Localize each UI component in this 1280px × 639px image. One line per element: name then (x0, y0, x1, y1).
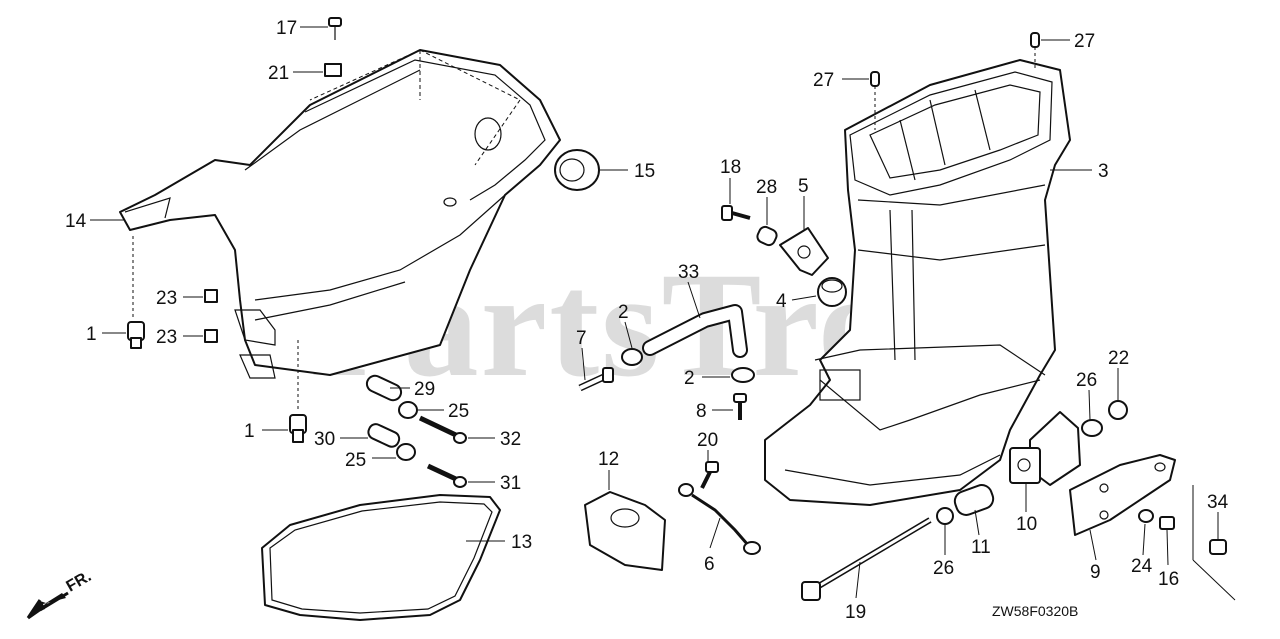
water-joint-7[interactable] (578, 367, 614, 392)
clip-21[interactable] (324, 63, 342, 77)
callout-13: 13 (511, 532, 532, 553)
collar-29[interactable] (364, 373, 403, 403)
collar-30[interactable] (366, 422, 401, 449)
collar-28[interactable] (755, 225, 778, 247)
callout-23-upper: 23 (156, 288, 177, 309)
callout-32: 32 (500, 429, 521, 450)
mount-cover-9[interactable] (1069, 454, 1176, 536)
callout-14: 14 (65, 211, 87, 232)
bolt-17[interactable] (328, 17, 342, 40)
callout-16: 16 (1158, 569, 1179, 590)
bolt-8[interactable] (733, 393, 747, 420)
callout-21: 21 (268, 63, 289, 84)
washer-25-lower[interactable] (396, 443, 416, 461)
washer-26-lower[interactable] (936, 507, 954, 525)
seal-rubber[interactable] (261, 494, 501, 621)
callout-7: 7 (576, 328, 587, 349)
callout-2-upper: 2 (618, 302, 629, 323)
dowel-pin-27-lower[interactable] (870, 71, 880, 87)
extension-case[interactable] (764, 59, 1071, 506)
callout-26-lower: 26 (933, 558, 954, 579)
front-direction-arrow-icon (26, 591, 69, 620)
diagram-code: ZW58F0320B (992, 603, 1078, 619)
under-cover[interactable] (119, 49, 561, 379)
callout-1-upper: 1 (86, 324, 97, 345)
grommet-4[interactable] (817, 277, 847, 307)
washer-26-upper[interactable] (1081, 419, 1103, 437)
clip-1-lower[interactable] (289, 414, 307, 443)
callout-6: 6 (704, 554, 715, 575)
callout-11: 11 (971, 537, 991, 558)
callout-34: 34 (1207, 492, 1229, 513)
callout-23-lower: 23 (156, 327, 177, 348)
callout-5: 5 (798, 176, 809, 197)
nut-23-lower[interactable] (204, 329, 218, 343)
screw-34[interactable] (1209, 539, 1227, 555)
rubber-mount-10[interactable] (1009, 411, 1081, 486)
callout-31: 31 (500, 473, 521, 494)
grommet-15[interactable] (554, 149, 600, 191)
hose-clamp-2-lower[interactable] (731, 367, 755, 383)
leader-lines (90, 26, 1219, 599)
nut-22[interactable] (1108, 400, 1128, 420)
callout-4: 4 (776, 291, 787, 312)
callout-15: 15 (634, 161, 655, 182)
callout-8: 8 (696, 401, 707, 422)
dowel-pin-27-upper[interactable] (1030, 32, 1040, 48)
nut-23-upper[interactable] (204, 289, 218, 303)
callout-20: 20 (697, 430, 718, 451)
callout-18: 18 (720, 157, 741, 178)
bolt-16[interactable] (1159, 516, 1175, 530)
callout-1-lower: 1 (244, 421, 255, 442)
front-direction-label: FR. (64, 568, 95, 596)
callout-30: 30 (314, 429, 335, 450)
callout-12: 12 (598, 449, 619, 470)
callout-25-lower: 25 (345, 450, 366, 471)
callout-9: 9 (1090, 562, 1101, 583)
collar-11[interactable] (952, 482, 996, 518)
callout-24: 24 (1131, 556, 1153, 577)
clip-1-upper[interactable] (127, 321, 145, 349)
callout-27-upper: 27 (1074, 31, 1095, 52)
callout-33: 33 (678, 262, 699, 283)
callout-22: 22 (1108, 348, 1129, 369)
callout-27-lower: 27 (813, 70, 834, 91)
bolt-32[interactable] (418, 415, 467, 444)
callout-26-upper: 26 (1076, 370, 1097, 391)
hose-clamp-2-upper[interactable] (621, 348, 643, 366)
washer-25-upper[interactable] (398, 401, 418, 419)
bolt-20[interactable] (700, 461, 719, 489)
callout-3: 3 (1098, 161, 1109, 182)
bolt-31[interactable] (426, 463, 467, 488)
callout-19: 19 (845, 602, 866, 623)
callout-25-upper: 25 (448, 401, 469, 422)
cover-plate-5[interactable] (779, 227, 829, 276)
callout-29: 29 (414, 379, 435, 400)
callout-10: 10 (1016, 514, 1037, 535)
callout-17: 17 (276, 18, 297, 39)
bracket-12[interactable] (584, 491, 666, 571)
callout-labels: 17 21 14 1 23 23 1 29 25 30 32 25 31 13 … (65, 18, 1229, 623)
long-bolt-19[interactable] (801, 517, 932, 601)
callout-2-lower: 2 (684, 368, 695, 389)
bolt-18[interactable] (721, 205, 751, 221)
ground-cable-6[interactable] (678, 483, 761, 555)
callout-28: 28 (756, 177, 777, 198)
washer-24[interactable] (1138, 509, 1154, 523)
